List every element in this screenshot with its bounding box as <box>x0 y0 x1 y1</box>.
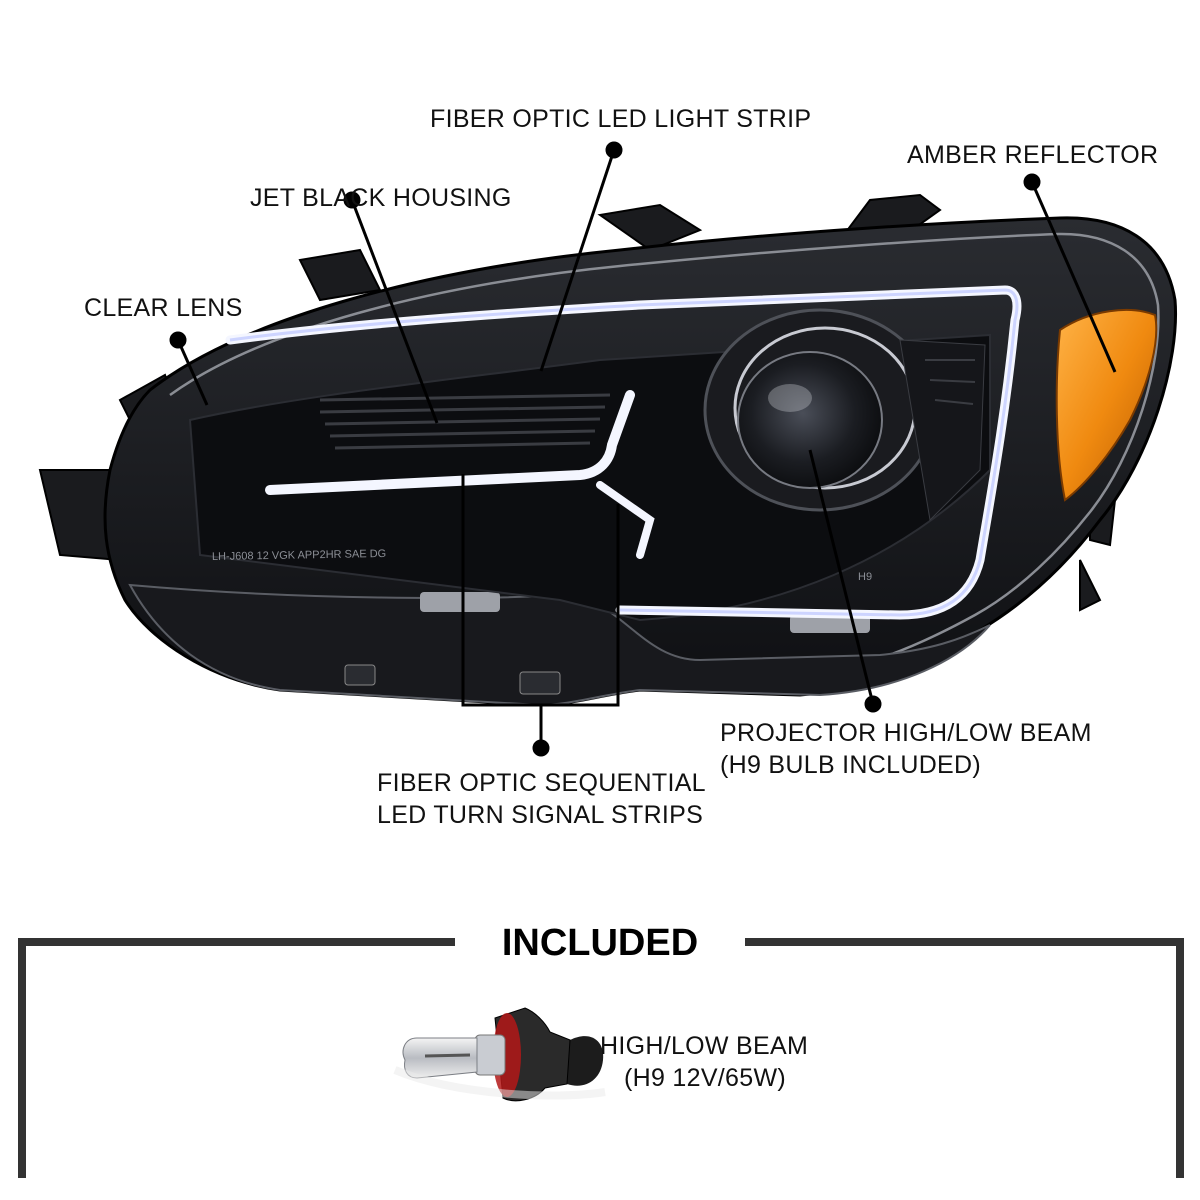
sequential-strip-lower <box>596 481 655 559</box>
included-title: INCLUDED <box>455 915 745 971</box>
h9-bulb-icon <box>393 1007 606 1102</box>
callout-clear-lens: CLEAR LENS <box>84 294 243 322</box>
lens-clip <box>519 671 561 695</box>
sequential-strip-upper <box>265 390 635 495</box>
included-bulb-label: HIGH/LOW BEAM (H9 12V/65W) <box>600 1032 809 1092</box>
lens-marking: LH-J608 12 VGK APP2HR SAE DG <box>212 548 386 563</box>
callout-amber-reflector: AMBER REFLECTOR <box>907 141 1159 169</box>
lens-bulb-code: H9 <box>858 571 872 583</box>
callout-sequential-strips: FIBER OPTIC SEQUENTIAL LED TURN SIGNAL S… <box>377 769 706 829</box>
reflector-chip <box>790 615 870 633</box>
lens-clip <box>344 664 376 686</box>
clear-lens-outline <box>169 232 1160 678</box>
callout-leaders <box>169 141 1117 757</box>
amber-reflector <box>1055 309 1158 502</box>
callout-fiber-optic-strip: FIBER OPTIC LED LIGHT STRIP <box>430 105 812 133</box>
projector-assembly <box>703 308 986 522</box>
reflector-chip <box>420 592 500 612</box>
housing-fins <box>319 393 611 450</box>
callout-jet-black-housing: JET BLACK HOUSING <box>250 184 512 212</box>
callout-projector: PROJECTOR HIGH/LOW BEAM (H9 BULB INCLUDE… <box>720 719 1092 779</box>
